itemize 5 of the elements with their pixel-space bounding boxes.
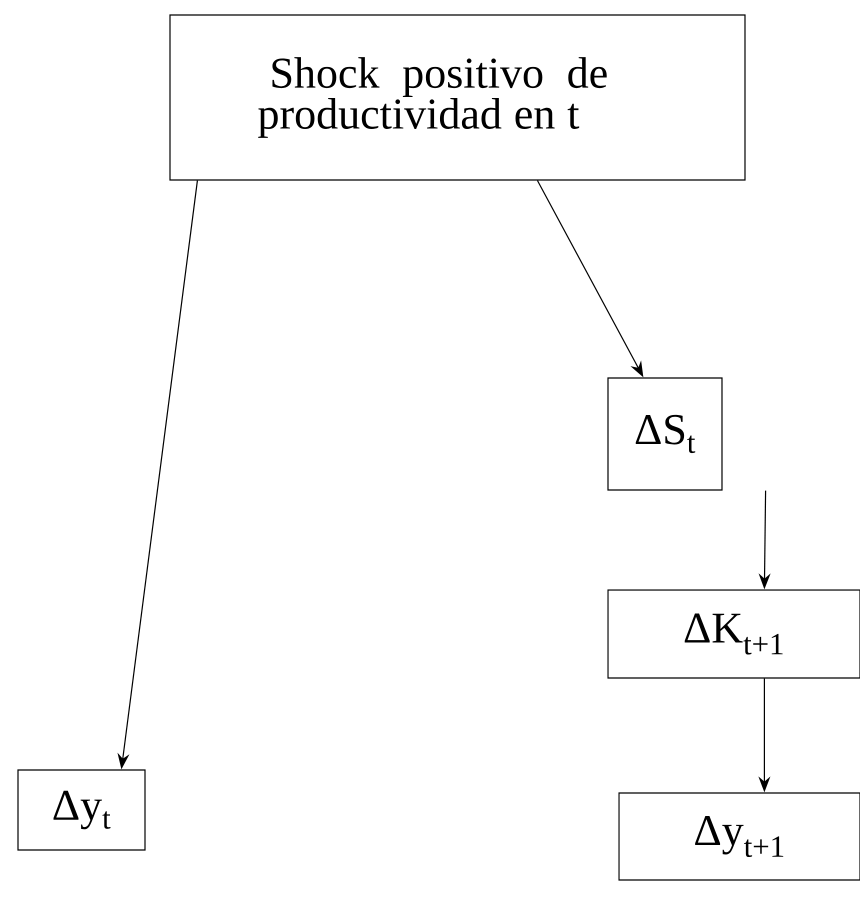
formula-box: ΔK$_{t+1}$ (607, 589, 860, 679)
formula-box: Δy$_{t+1}$ (618, 792, 860, 881)
formula-box: Δy$_{t}$ (17, 769, 146, 851)
text-box: Shock positivo de productividad en t (169, 14, 746, 181)
formula-box: ΔS$_{t}$ (607, 377, 723, 491)
